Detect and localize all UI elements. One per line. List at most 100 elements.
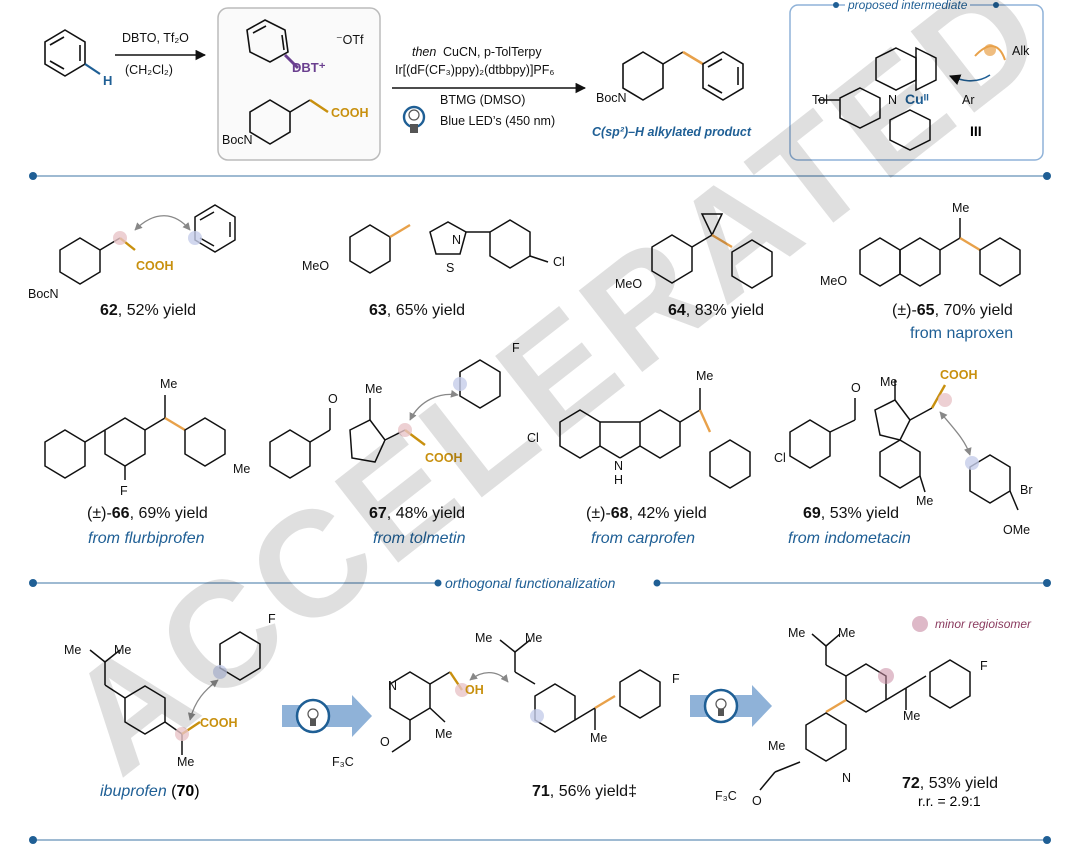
- structure-64: [651, 213, 773, 289]
- cooh-label: COOH: [331, 106, 369, 120]
- conditions-catalyst: Ir[(dF(CF₃)ppy)₂(dtbbpy)]PF₆: [395, 63, 554, 77]
- intermediate-ar: Ar: [962, 93, 975, 107]
- structure-65: [859, 218, 1021, 287]
- piperidine-acetic-acid: [249, 98, 329, 145]
- c63-cl: Cl: [553, 255, 565, 269]
- lightbulb-icon: [402, 105, 426, 133]
- source-65: from naproxen: [910, 325, 1013, 342]
- c63-s: S: [446, 261, 454, 275]
- source-69: from indometacin: [788, 530, 911, 547]
- c69-me2: Me: [916, 494, 933, 508]
- c62-bocn: BocN: [28, 287, 59, 301]
- conditions-cucn: CuCN, p-TolTerpy: [443, 45, 542, 59]
- c72-f3c: F₃C: [715, 789, 737, 803]
- c70-cooh: COOH: [200, 716, 238, 730]
- conditions-base: BTMG (DMSO): [440, 93, 525, 107]
- c67-cooh: COOH: [425, 451, 463, 465]
- c67-me-n: Me: [365, 382, 382, 396]
- reagents-dbto: DBTO, Tf₂O: [122, 31, 189, 45]
- c71-me1: Me: [475, 631, 492, 645]
- c65-me: Me: [952, 201, 969, 215]
- c72-rr: r.r. = 2.9:1: [918, 793, 981, 809]
- c67-f: F: [512, 341, 520, 355]
- structure-66: [44, 395, 226, 480]
- c62-cooh: COOH: [136, 259, 174, 273]
- caption-64: 64, 83% yield: [668, 302, 764, 319]
- c71-oh: OH: [465, 683, 484, 697]
- caption-62: 62, 52% yield: [100, 302, 196, 319]
- c71-me2: Me: [525, 631, 542, 645]
- caption-67: 67, 48% yield: [369, 505, 465, 522]
- c68-n: N: [614, 459, 623, 473]
- c69-cl: Cl: [774, 451, 786, 465]
- c71-o: O: [380, 735, 390, 749]
- source-68: from carprofen: [591, 530, 695, 547]
- orthogonal-title: orthogonal functionalization: [445, 575, 616, 591]
- triflate-label: ⁻OTf: [336, 33, 364, 47]
- c71-me3: Me: [590, 731, 607, 745]
- conditions-then: then: [412, 45, 436, 59]
- c72-me4: Me: [903, 709, 920, 723]
- ibuprofen-caption: ibuprofen (70): [100, 783, 200, 800]
- c71-me: Me: [435, 727, 452, 741]
- c69-o: O: [851, 381, 861, 395]
- structure-68: [559, 388, 751, 489]
- caption-69: 69, 53% yield: [803, 505, 899, 522]
- caption-68: (±)-68, 42% yield: [586, 505, 707, 522]
- solvent-dcm: (CH₂Cl₂): [125, 63, 173, 77]
- c68-me: Me: [696, 369, 713, 383]
- intermediate-cu: Cuᴵᴵ: [905, 91, 929, 107]
- c69-ome: OMe: [1003, 523, 1030, 537]
- c63-meo: MeO: [302, 259, 329, 273]
- alkylated-product: [622, 50, 744, 101]
- conditions-light: Blue LED’s (450 nm): [440, 114, 555, 128]
- c65-meo: MeO: [820, 274, 847, 288]
- c69-me: Me: [880, 375, 897, 389]
- benzene-starting-material: [44, 29, 101, 77]
- c72-f: F: [980, 659, 988, 673]
- c68-h: H: [614, 473, 623, 487]
- caption-66: (±)-66, 69% yield: [87, 505, 208, 522]
- intermediate-tol: Tol: [812, 93, 828, 107]
- intermediate-label: III: [970, 123, 982, 139]
- caption-71: 71, 56% yield‡: [532, 783, 637, 800]
- structure-72: [759, 633, 971, 791]
- c71-n: N: [388, 679, 397, 693]
- h-atom-label: H: [103, 73, 112, 88]
- c70-f: F: [268, 612, 276, 626]
- watermark: ACCELERATED ARTICLE PREVIEW: [36, 0, 1080, 805]
- c67-me: Me: [233, 462, 250, 476]
- c71-f: F: [672, 672, 680, 686]
- c69-br: Br: [1020, 483, 1033, 497]
- regioisomer-legend: minor regioisomer: [935, 617, 1032, 631]
- bocn-label: BocN: [222, 133, 253, 147]
- reagent-box: [217, 7, 381, 161]
- aryl-dbt-salt: [246, 19, 300, 70]
- structure-69: [789, 380, 1019, 511]
- c72-n: N: [842, 771, 851, 785]
- structure-71: [389, 639, 661, 753]
- product-caption: C(sp²)–H alkylated product: [592, 125, 752, 139]
- c72-me2: Me: [838, 626, 855, 640]
- caption-63: 63, 65% yield: [369, 302, 465, 319]
- intermediate-n: N: [888, 93, 897, 107]
- c71-f3c: F₃C: [332, 755, 354, 769]
- c66-me: Me: [160, 377, 177, 391]
- c70-me1: Me: [64, 643, 81, 657]
- c68-cl: Cl: [527, 431, 539, 445]
- structure-63: [349, 219, 549, 274]
- photoredox-arrow-1: [282, 695, 372, 737]
- photoredox-arrow-2: [690, 685, 772, 727]
- c63-n: N: [452, 233, 461, 247]
- c70-me3: Me: [177, 755, 194, 769]
- structure-62: [59, 204, 236, 285]
- caption-72: 72, 53% yield: [902, 775, 998, 792]
- c72-me1: Me: [788, 626, 805, 640]
- source-66: from flurbiprofen: [88, 530, 205, 547]
- intermediate-title: proposed intermediate: [847, 0, 968, 12]
- caption-65: (±)-65, 70% yield: [892, 302, 1013, 319]
- dbt-plus-label: DBT⁺: [292, 60, 326, 75]
- product-bocn-label: BocN: [596, 91, 627, 105]
- c72-me3: Me: [768, 739, 785, 753]
